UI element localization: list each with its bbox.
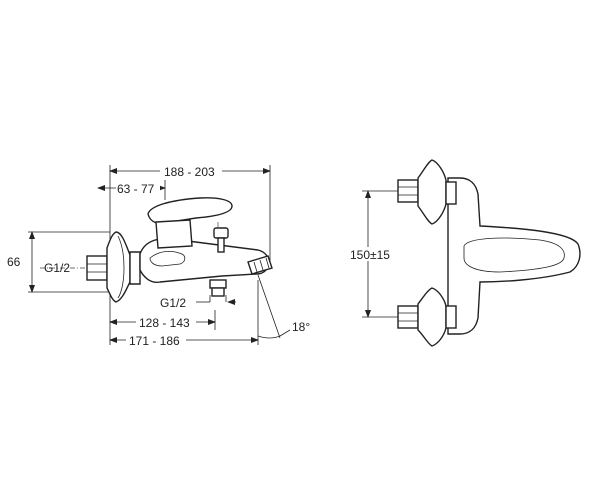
dim-centers: 150±15 xyxy=(350,248,390,262)
front-bottom-inlet xyxy=(397,287,457,347)
thread-inlet-label: G1/2 xyxy=(44,261,70,275)
dim-lever-offset: 63 - 77 xyxy=(117,182,155,196)
dim-height: 66 xyxy=(7,255,21,269)
diverter-stem xyxy=(217,237,225,253)
angle-label: 18° xyxy=(292,320,310,334)
dim-spout-to-outlet: 128 - 143 xyxy=(139,316,190,330)
outlet-connector xyxy=(209,279,227,289)
front-body xyxy=(447,177,581,335)
front-view: 150±15 xyxy=(346,159,581,347)
diverter-knob xyxy=(213,227,229,239)
front-lever xyxy=(463,237,565,273)
wall-flange xyxy=(106,231,131,303)
inlet-nut xyxy=(86,255,108,281)
dim-spout-length: 171 - 186 xyxy=(129,334,180,348)
thread-outlet-label: G1/2 xyxy=(160,296,186,310)
side-view: 188 - 203 63 - 77 66 G1/2 xyxy=(7,164,310,348)
spout-outlet xyxy=(247,255,273,275)
front-top-inlet xyxy=(397,159,457,225)
dim-overall-length: 188 - 203 xyxy=(164,165,215,179)
